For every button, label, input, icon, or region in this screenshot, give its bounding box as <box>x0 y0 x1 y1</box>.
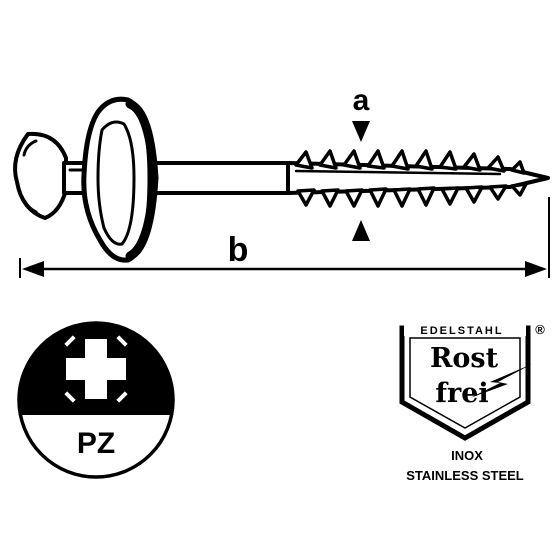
badge-line-stainless-steel: STAINLESS STEEL <box>406 468 524 483</box>
screw-head <box>13 131 68 220</box>
screw-drawing <box>13 96 550 263</box>
pz-badge-border <box>17 321 175 479</box>
pz-drive-label: PZ <box>77 427 115 460</box>
rostfrei-badge: EDELSTAHL ® Rost frei INOX STAINLESS STE… <box>399 322 545 483</box>
registered-mark: ® <box>535 322 545 337</box>
dimension-a-arrow-top <box>352 121 370 142</box>
pozidriv-cross-icon <box>64 335 128 403</box>
badge-top-text: EDELSTAHL <box>420 325 503 337</box>
dimension-b-arrow-left <box>22 261 44 277</box>
badge-shield-inner <box>409 337 521 429</box>
thread-teeth <box>294 149 528 208</box>
dimension-b-label: b <box>228 231 249 269</box>
washer-inner <box>96 120 136 246</box>
badge-top-band <box>404 322 526 336</box>
badge-line-inox: INOX <box>451 448 483 463</box>
washer-seal-ring <box>125 99 159 261</box>
dimension-a-arrow-bottom <box>352 220 370 241</box>
dimension-a: a <box>352 84 370 241</box>
dimension-a-label: a <box>353 84 370 117</box>
pz-drive-badge: PZ <box>17 321 175 479</box>
thread-highlight <box>294 169 502 176</box>
badge-word-rost: Rost <box>430 343 499 374</box>
screw-head-highlight-2 <box>22 198 38 214</box>
dimension-b: b <box>19 197 550 278</box>
screw-head-highlight <box>22 139 38 157</box>
dimension-b-arrow-right <box>525 261 547 277</box>
